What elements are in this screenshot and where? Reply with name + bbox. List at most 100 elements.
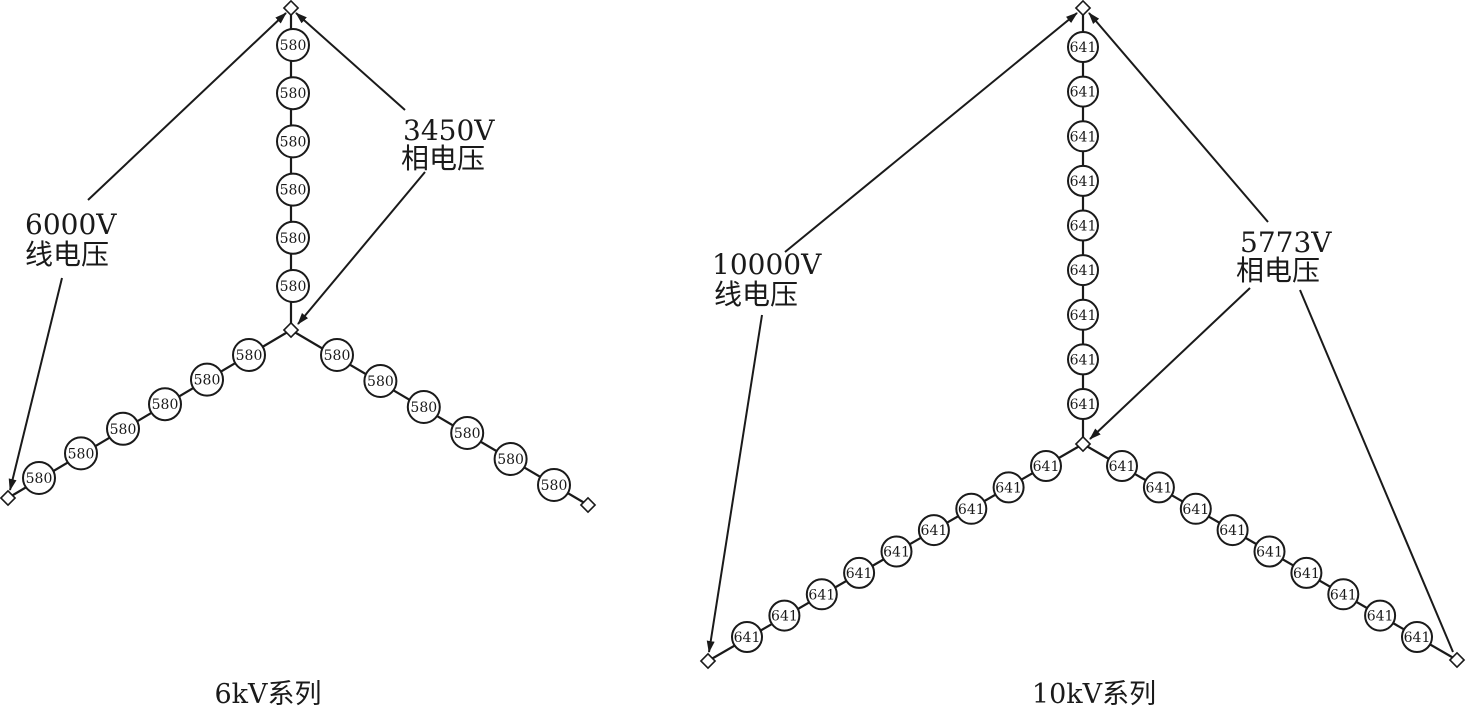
insulator-disc-right [1290,556,1323,589]
phase-voltage-arrow-up [295,12,406,111]
insulator-value: 641 [1330,587,1357,603]
phase-voltage-arrow-down [1089,287,1251,440]
line-voltage-value: 6000V [25,208,117,241]
insulator-value: 641 [1219,523,1246,539]
insulator-value: 580 [26,471,53,487]
insulator-disc-top [1067,298,1099,331]
insulator-disc-left [805,578,838,611]
insulator-value: 580 [280,231,307,247]
insulator-value: 641 [1070,263,1097,279]
insulator-value: 580 [541,478,568,494]
insulator-value: 580 [152,397,179,413]
insulator-value: 641 [1070,308,1097,324]
insulator-disc-left [22,461,56,495]
insulator-value: 641 [1070,397,1097,413]
top-terminal-node [282,0,300,17]
right-terminal-node [1448,651,1466,669]
left-terminal-node [0,489,17,507]
diagram-10kv: 641 641 641 641 641 641 641 641 641 641 641 641 641 6… [699,0,1466,710]
line-voltage-name: 线电压 [714,278,798,311]
insulator-disc-right [1216,514,1249,547]
line-voltage-arrow-down [706,314,763,653]
insulator-value: 580 [280,86,307,102]
insulator-value: 580 [280,134,307,150]
insulator-disc-right [320,338,354,372]
insulator-disc-top [276,124,310,159]
insulator-value: 641 [846,566,873,582]
insulator-value: 641 [1070,174,1097,190]
diagram-6kv: 580 580 580 580 580 580 580 580 580 580 580 580 580 5… [0,0,597,710]
insulator-value: 580 [194,373,221,389]
insulator-disc-right [493,442,528,476]
diagram-caption: 6kV系列 [214,679,321,709]
insulator-disc-top [276,76,310,111]
top-terminal-node [1074,0,1092,17]
insulator-disc-top [1067,388,1099,420]
insulator-value: 641 [771,609,798,625]
insulator-disc-left [106,411,140,446]
insulator-value: 641 [734,630,761,646]
insulator-value: 641 [1070,129,1097,145]
phase-voltage-arrow-down [297,171,426,325]
insulator-value: 641 [1404,630,1431,646]
insulator-value: 641 [1182,502,1209,518]
insulator-value: 641 [1070,352,1097,368]
insulator-disc-right [1179,492,1212,525]
insulator-disc-right [537,468,571,502]
phase-voltage-value: 5773V [1240,226,1332,259]
line-voltage-name: 线电压 [25,238,109,271]
insulator-disc-top [1067,31,1099,63]
insulator-value: 641 [1146,480,1173,496]
insulator-disc-right [450,416,485,450]
insulator-disc-right [1142,471,1175,504]
insulator-disc-right [406,390,441,424]
insulator-disc-left [1030,450,1062,482]
insulator-disc-left [232,338,266,372]
phase-voltage-name: 相电压 [1236,254,1320,287]
neutral-node [282,321,300,339]
insulator-value: 641 [1293,566,1320,582]
insulator-value: 580 [236,348,263,364]
insulator-disc-top [1067,254,1099,287]
insulator-value: 580 [410,400,437,416]
insulator-value: 641 [958,502,985,518]
insulator-value: 641 [1070,40,1097,56]
insulator-disc-top [1067,209,1099,242]
insulator-disc-left [917,514,950,547]
insulator-value: 580 [280,183,307,199]
insulator-value: 641 [995,480,1022,496]
insulator-value: 641 [808,587,835,603]
phase-voltage-arrow-up [1088,12,1269,223]
insulator-disc-left [955,492,988,525]
insulator-string: 641 641 641 641 641 641 641 641 641 641 641 641 641 6… [731,31,1433,653]
phase-voltage-arrow-side [1299,289,1454,653]
line-voltage-arrow-up [784,12,1078,253]
insulator-value: 641 [1109,459,1136,475]
insulator-disc-top [1067,75,1099,108]
insulator-disc-left [148,387,182,422]
insulator-value: 641 [921,523,948,539]
insulator-value: 641 [1367,609,1394,625]
insulator-value: 641 [1070,85,1097,101]
insulator-value: 580 [280,38,307,54]
insulator-disc-left [880,535,913,568]
phase-voltage-value: 3450V [403,114,495,147]
insulator-disc-left [64,436,98,471]
line-voltage-value: 10000V [712,248,822,281]
insulator-disc-right [363,364,398,398]
insulator-value: 580 [497,452,524,468]
insulator-string: 580 580 580 580 580 580 580 580 580 580 580 580 580 5… [22,28,571,502]
insulator-disc-top [276,269,310,303]
insulator-disc-top [276,28,310,62]
insulator-value: 580 [110,422,137,438]
insulator-disc-left [190,362,224,397]
insulator-value: 580 [367,374,394,390]
insulator-value: 580 [454,426,481,442]
insulator-value: 580 [280,279,307,295]
insulator-disc-top [1067,343,1099,376]
insulator-disc-right [1106,450,1138,482]
insulator-value: 580 [324,348,351,364]
line-voltage-arrow-up [87,12,287,201]
